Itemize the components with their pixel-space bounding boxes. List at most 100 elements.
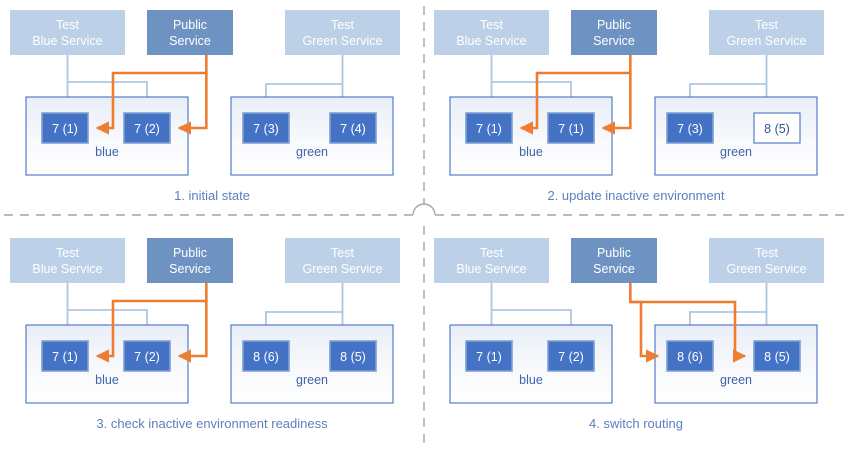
service-box-public-service <box>571 10 657 55</box>
version-box[interactable]: 7 (1) <box>41 340 89 372</box>
version-box-label: 8 (5) <box>764 350 790 364</box>
environment-label-blue: blue <box>519 373 543 387</box>
service-label-line1: Public <box>173 246 207 260</box>
service-box-test-blue-service <box>434 238 549 283</box>
service-label-line1: Public <box>173 18 207 32</box>
service-box-test-blue-service <box>434 10 549 55</box>
orange-arrow-to-blue-version-2 <box>601 73 632 135</box>
service-label-line1: Test <box>755 18 778 32</box>
environment-label-blue: blue <box>519 145 543 159</box>
environment-label-green: green <box>296 145 328 159</box>
version-box[interactable]: 8 (5) <box>329 340 377 372</box>
service-label-line1: Test <box>755 246 778 260</box>
service-label-line2: Green Service <box>303 262 383 276</box>
version-box[interactable]: 8 (6) <box>666 340 714 372</box>
orange-arrow-to-green-version-1 <box>629 283 660 363</box>
environment-label-blue: blue <box>95 145 119 159</box>
service-label-line2: Blue Service <box>32 34 102 48</box>
version-box-rect <box>329 340 377 372</box>
environment-blue: blue 7 (1) 7 (2) <box>449 324 613 404</box>
version-box[interactable]: 7 (1) <box>41 112 89 144</box>
service-box-test-blue-service <box>10 238 125 283</box>
version-box[interactable]: 8 (5) <box>753 340 801 372</box>
panel-caption-3: 3. check inactive environment readiness <box>96 416 328 431</box>
service-box-test-green-service <box>285 10 400 55</box>
version-box-label: 8 (5) <box>764 122 790 136</box>
version-box-label: 7 (1) <box>476 350 502 364</box>
service-label-line1: Public <box>597 18 631 32</box>
version-box-label: 8 (5) <box>340 350 366 364</box>
version-box-rect <box>465 112 513 144</box>
version-box-rect <box>465 340 513 372</box>
service-box-public-service <box>147 10 233 55</box>
version-box-rect <box>753 112 801 144</box>
service-label-line1: Test <box>480 246 503 260</box>
version-box[interactable]: 7 (2) <box>547 340 595 372</box>
service-label-line2: Service <box>169 34 211 48</box>
version-box[interactable]: 7 (4) <box>329 112 377 144</box>
service-label-line1: Test <box>331 246 354 260</box>
version-box-label: 8 (6) <box>253 350 279 364</box>
orange-arrow-to-blue-version-1 <box>95 283 208 363</box>
panel-caption-2: 2. update inactive environment <box>547 188 724 203</box>
orange-arrow-to-blue-version-1 <box>519 55 632 135</box>
service-box-test-blue-service <box>10 10 125 55</box>
service-label-line2: Blue Service <box>456 262 526 276</box>
service-label-line2: Blue Service <box>32 262 102 276</box>
version-box[interactable]: 7 (1) <box>547 112 595 144</box>
version-box[interactable]: 7 (1) <box>465 112 513 144</box>
orange-arrow-to-blue-version-1 <box>95 55 208 135</box>
service-label-line2: Green Service <box>727 262 807 276</box>
service-box-public-service <box>571 238 657 283</box>
version-box[interactable]: 7 (2) <box>123 112 171 144</box>
panel-caption-4: 4. switch routing <box>589 416 683 431</box>
version-box-rect <box>666 340 714 372</box>
version-box-label: 8 (6) <box>677 350 703 364</box>
version-box-label: 7 (2) <box>558 350 584 364</box>
version-box[interactable]: 8 (6) <box>242 340 290 372</box>
version-box-label: 7 (2) <box>134 350 160 364</box>
service-label-line2: Blue Service <box>456 34 526 48</box>
version-box-label: 7 (1) <box>476 122 502 136</box>
orange-arrow-to-blue-version-2 <box>177 301 208 363</box>
version-box-rect <box>666 112 714 144</box>
version-box[interactable]: 7 (3) <box>242 112 290 144</box>
version-box-rect <box>547 112 595 144</box>
divider-horizontal <box>4 203 844 216</box>
service-label-line1: Public <box>597 246 631 260</box>
service-label-line1: Test <box>331 18 354 32</box>
version-box-label: 7 (1) <box>52 122 78 136</box>
version-box[interactable]: 7 (1) <box>465 340 513 372</box>
environment-blue: blue 7 (1) 7 (1) <box>449 96 613 176</box>
environment-label-green: green <box>720 373 752 387</box>
service-box-test-green-service <box>709 10 824 55</box>
version-box-label: 7 (3) <box>677 122 703 136</box>
version-box-label: 7 (4) <box>340 122 366 136</box>
version-box[interactable]: 7 (3) <box>666 112 714 144</box>
version-box-label: 7 (2) <box>134 122 160 136</box>
version-box[interactable]: 8 (5) <box>753 112 801 144</box>
service-label-line2: Green Service <box>727 34 807 48</box>
version-box[interactable]: 7 (2) <box>123 340 171 372</box>
version-box-rect <box>123 340 171 372</box>
